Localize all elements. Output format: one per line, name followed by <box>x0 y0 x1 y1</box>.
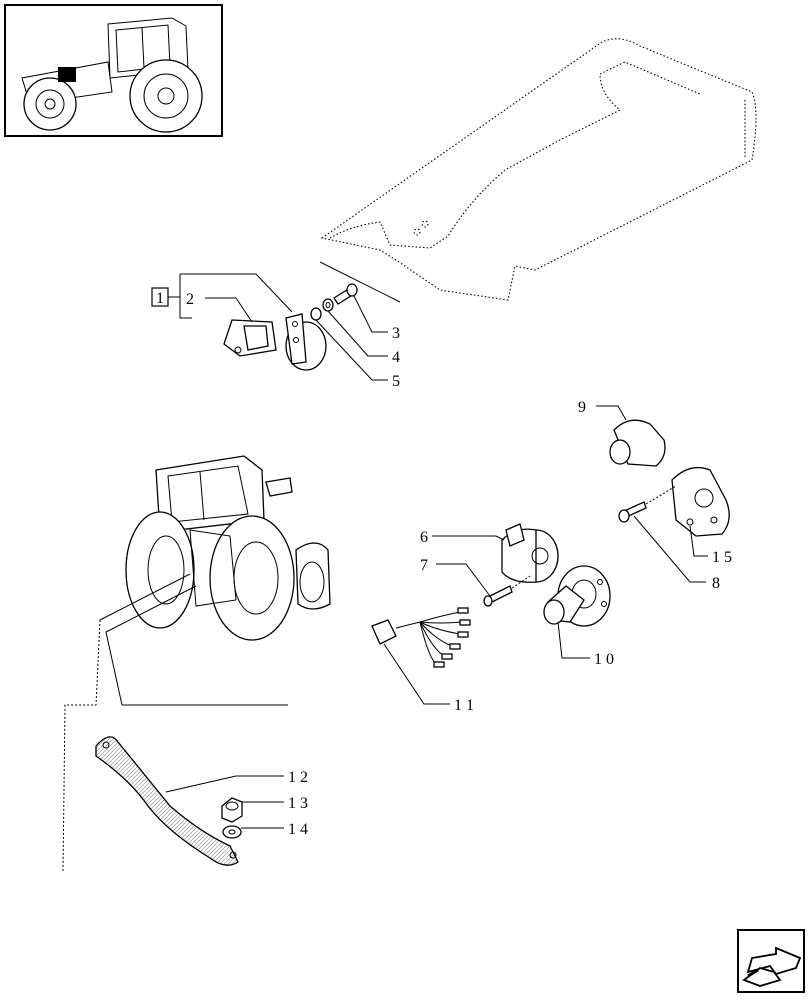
callout-8: 8 <box>712 575 720 592</box>
callout-7: 7 <box>420 557 428 574</box>
ground-strap-12[interactable] <box>95 736 239 866</box>
tractor-thumbnail[interactable] <box>4 4 223 137</box>
detail-guide-lines <box>62 619 288 873</box>
callout-9: 9 <box>578 399 586 416</box>
socket-10[interactable] <box>543 565 611 627</box>
tractor-rear-view <box>99 455 331 641</box>
callout-3: 3 <box>392 325 400 342</box>
callout-12: 1 2 <box>288 769 308 786</box>
callout-labels: 2 3 4 5 6 7 8 9 1 0 1 1 1 2 1 3 1 4 1 5 <box>186 291 732 838</box>
callout-11: 1 1 <box>454 697 474 714</box>
socket-cover-9[interactable] <box>609 419 666 467</box>
leader-lines <box>165 295 708 829</box>
group-bracket: 1 <box>151 273 293 319</box>
callout-6: 6 <box>420 529 428 546</box>
horn-bracket[interactable] <box>223 319 277 357</box>
washer-14[interactable] <box>222 825 242 839</box>
arrow-left-icon <box>742 946 802 987</box>
callout-15: 1 5 <box>712 549 732 566</box>
engine-hood-outline <box>319 38 757 303</box>
horn[interactable] <box>285 313 327 371</box>
back-nav-button[interactable] <box>737 929 805 993</box>
socket-housing-15[interactable] <box>671 466 730 537</box>
callout-5: 5 <box>392 373 400 390</box>
callout-4: 4 <box>392 349 400 366</box>
nut-13[interactable] <box>221 797 243 823</box>
callout-14: 1 4 <box>288 821 308 838</box>
screw-8[interactable] <box>618 485 677 523</box>
group-box-label: 1 <box>156 290 164 307</box>
wiring-harness-11[interactable] <box>371 607 471 668</box>
screw-7[interactable] <box>483 575 531 607</box>
callout-10: 1 0 <box>594 651 614 668</box>
horn-bolt[interactable] <box>333 283 358 305</box>
horn-washer[interactable] <box>310 298 334 321</box>
callout-13: 1 3 <box>288 795 308 812</box>
highlight-marker <box>58 67 76 82</box>
callout-2: 2 <box>186 291 194 308</box>
socket-6[interactable] <box>501 523 559 583</box>
